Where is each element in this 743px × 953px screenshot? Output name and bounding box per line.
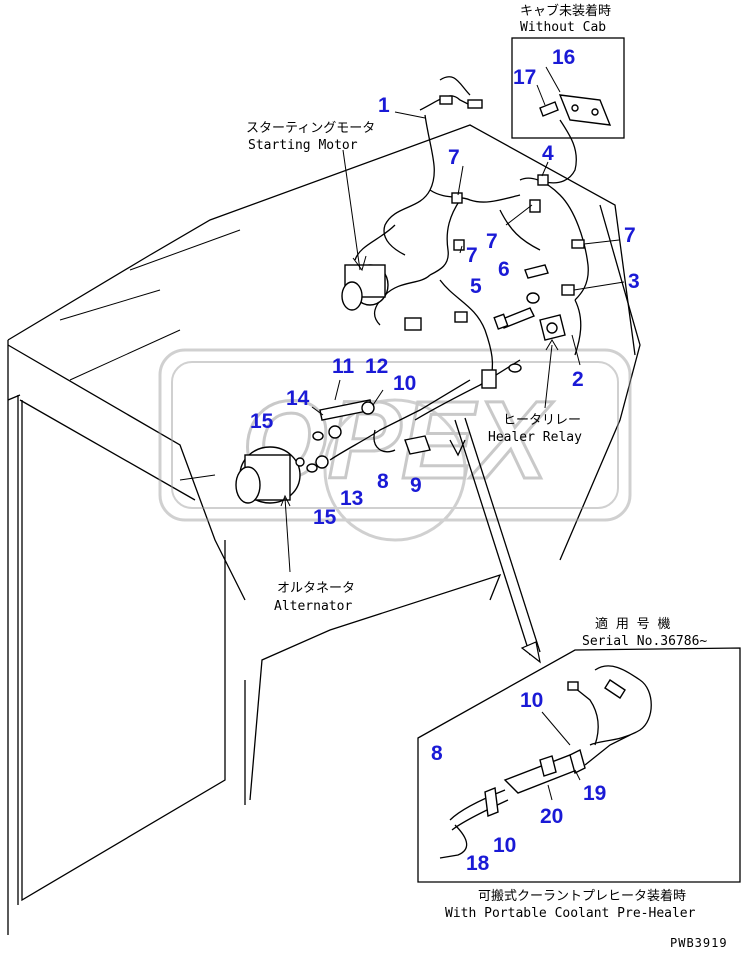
callout-14: 14	[286, 387, 310, 410]
callout-19: 19	[583, 782, 606, 805]
callout-20: 20	[540, 805, 563, 828]
portable-caption-en: With Portable Coolant Pre-Healer	[445, 906, 696, 921]
spacer-drawing	[524, 264, 549, 279]
callout-10: 10	[393, 372, 416, 395]
callouts: 1 2 3 4 5 6 7 7 7 7 8 9 10 11 12 13 14 1…	[250, 46, 640, 875]
heater-relay-drawing	[539, 314, 566, 341]
callout-8-inset: 8	[431, 742, 443, 765]
callout-10-inset-bottom: 10	[493, 834, 516, 857]
callout-4: 4	[542, 142, 554, 165]
without-cab-caption-en: Without Cab	[520, 20, 606, 35]
callout-1: 1	[378, 94, 390, 117]
callout-8: 8	[377, 470, 389, 493]
callout-7-left: 7	[466, 244, 478, 267]
heater-relay-caption-en: Healer Relay	[488, 430, 582, 445]
wire-harness	[354, 76, 589, 421]
without-cab-caption-jp: キャブ未装着時	[520, 3, 611, 19]
starting-motor-caption-en: Starting Motor	[248, 138, 358, 153]
callout-2: 2	[572, 368, 584, 391]
callout-16: 16	[552, 46, 575, 69]
serial-caption-jp: 適 用 号 機	[595, 616, 670, 632]
callout-18: 18	[466, 852, 490, 875]
drawing-code: PWB3919	[670, 936, 728, 950]
connector-drawings	[404, 95, 522, 389]
callout-3: 3	[628, 270, 640, 293]
callout-7-right: 7	[624, 224, 636, 247]
starting-motor-drawing	[341, 264, 389, 311]
callout-13: 13	[340, 487, 363, 510]
callout-7-top: 7	[448, 146, 460, 169]
pre-heater-inset	[417, 417, 741, 883]
callout-9: 9	[410, 474, 422, 497]
callout-11: 11	[332, 355, 355, 378]
callout-7-center: 7	[486, 230, 498, 253]
without-cab-bracket-drawing	[539, 94, 612, 126]
serial-caption-en: Serial No.36786~	[582, 634, 707, 649]
starting-motor-caption-jp: スターティングモータ	[246, 121, 375, 136]
alternator-caption-en: Alternator	[274, 599, 352, 614]
callout-17: 17	[513, 66, 536, 89]
heater-relay-caption-jp: ヒータリレー	[503, 413, 581, 428]
alternator-caption-jp: オルタネータ	[277, 581, 355, 596]
callout-5: 5	[470, 275, 482, 298]
washer-6-drawing	[526, 292, 540, 304]
machine-body	[7, 124, 641, 935]
callout-12: 12	[365, 355, 388, 378]
callout-10-inset-top: 10	[520, 689, 543, 712]
without-cab-inset	[511, 37, 625, 139]
callout-15-top: 15	[250, 410, 274, 433]
portable-caption-jp: 可搬式クーラントプレヒータ装着時	[478, 888, 686, 904]
clip-drawings	[451, 174, 585, 296]
callout-15-bottom: 15	[313, 506, 337, 529]
callout-6: 6	[498, 258, 510, 281]
bolt-5-drawing	[493, 307, 535, 330]
leader-lines	[280, 66, 625, 801]
alternator-drawing	[235, 446, 305, 504]
captions: キャブ未装着時 Without Cab スターティングモータ Starting …	[246, 3, 728, 950]
heater-parts-drawing	[306, 379, 471, 473]
